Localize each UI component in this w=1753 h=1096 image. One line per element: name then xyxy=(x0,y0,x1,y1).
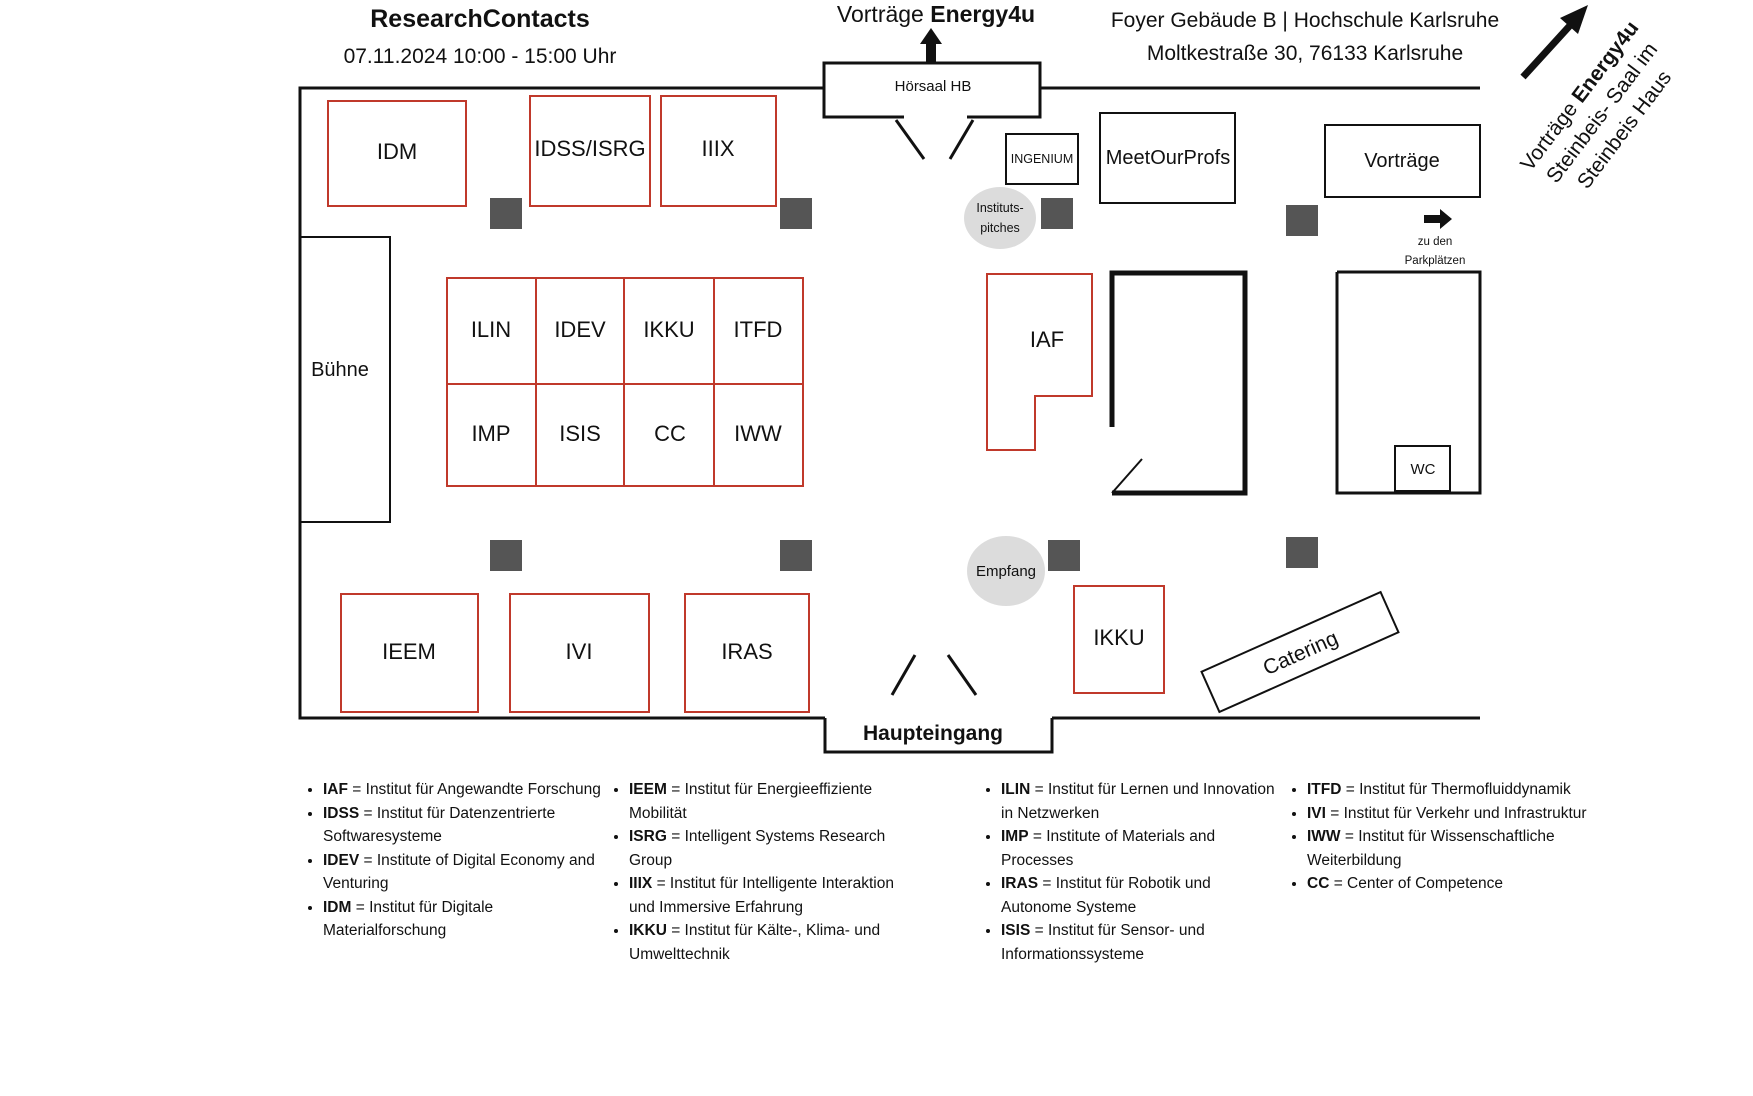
legend-col-4: ITFD = Institut für Thermofluiddynamik I… xyxy=(1290,778,1590,896)
hoersaal-arrow-icon xyxy=(920,28,942,63)
booth-ieem-label: IEEM xyxy=(382,639,436,664)
legend-item: ISRG = Intelligent Systems Research Grou… xyxy=(629,825,912,872)
legend-item: IAF = Institut für Angewandte Forschung xyxy=(323,778,606,802)
pitches-area xyxy=(964,187,1036,249)
legend-item: IMP = Institute of Materials and Process… xyxy=(1001,825,1284,872)
legend-item: ISIS = Institut für Sensor- und Informat… xyxy=(1001,919,1284,966)
location-line2: Moltkestraße 30, 76133 Karlsruhe xyxy=(1147,42,1463,65)
booth-ikku-2-label: IKKU xyxy=(1093,625,1144,650)
booth-iaf xyxy=(986,273,1093,451)
legend-col-3: ILIN = Institut für Lernen und Innovatio… xyxy=(984,778,1284,966)
corner-direction-text: Vorträge Energy4u Steinbeis- Saal im Ste… xyxy=(1516,17,1676,193)
booth-cc-label: CC xyxy=(654,421,686,446)
empfang-label: Empfang xyxy=(976,563,1036,580)
empfang-area xyxy=(967,536,1045,606)
booth-ikku-2 xyxy=(1073,585,1165,694)
legend-item: ITFD = Institut für Thermofluiddynamik xyxy=(1307,778,1590,802)
event-date: 07.11.2024 10:00 - 15:00 Uhr xyxy=(344,45,617,68)
meetourprofs-box xyxy=(1099,112,1236,204)
haupteingang-label: Haupteingang xyxy=(863,722,1003,745)
ingenium-box xyxy=(1005,133,1079,185)
booth-isis-label: ISIS xyxy=(559,421,601,446)
legend-col-1: IAF = Institut für Angewandte Forschung … xyxy=(306,778,606,943)
hoersaal-label: Hörsaal HB xyxy=(895,78,972,95)
top-center-prefix: Vorträge xyxy=(837,1,930,27)
booth-iww-label: IWW xyxy=(734,421,782,446)
buehne-label: Bühne xyxy=(311,359,369,381)
booth-iiix xyxy=(660,95,777,207)
event-title: ResearchContacts xyxy=(370,5,590,33)
vortraege-label: Vorträge xyxy=(1364,150,1440,172)
booth-idm-label: IDM xyxy=(377,139,417,164)
legend-item: IKKU = Institut für Kälte-, Klima- und U… xyxy=(629,919,912,966)
legend-item: IIIX = Institut für Intelligente Interak… xyxy=(629,872,912,919)
legend-col-2: IEEM = Institut für Energieeffiziente Mo… xyxy=(612,778,912,966)
booth-idm xyxy=(327,100,467,207)
pillars xyxy=(490,198,1318,571)
pitches-line1: Instituts- xyxy=(976,201,1023,215)
booth-idev-label: IDEV xyxy=(554,317,606,342)
buehne-stage xyxy=(299,236,391,523)
booth-ikku-label: IKKU xyxy=(643,317,694,342)
booth-ieem xyxy=(340,593,479,713)
booth-iiix-label: IIIX xyxy=(701,136,734,161)
top-center-label: Vorträge Energy4u xyxy=(837,1,1035,27)
parking-line1: zu den xyxy=(1418,236,1453,248)
catering-label: Catering xyxy=(1260,627,1342,680)
wc-room xyxy=(1335,270,1482,495)
booth-ivi xyxy=(509,593,650,713)
booth-ilin-label: ILIN xyxy=(471,317,511,342)
booth-idss-isrg xyxy=(529,95,651,207)
top-center-bold: Energy4u xyxy=(930,1,1035,27)
parking-line2: Parkplätzen xyxy=(1405,255,1466,267)
inner-room xyxy=(1109,270,1248,496)
legend-item: IWW = Institut für Wissenschaftliche Wei… xyxy=(1307,825,1590,872)
legend-item: IEEM = Institut für Energieeffiziente Mo… xyxy=(629,778,912,825)
booth-grid xyxy=(446,277,804,487)
parking-arrow-icon xyxy=(1424,209,1452,229)
legend-item: IRAS = Institut für Robotik und Autonome… xyxy=(1001,872,1284,919)
location-line1: Foyer Gebäude B | Hochschule Karlsruhe xyxy=(1111,9,1499,32)
energy4u-arrow-icon xyxy=(1520,5,1588,80)
legend-item: IDSS = Institut für Datenzentrierte Soft… xyxy=(323,802,606,849)
booth-imp-label: IMP xyxy=(471,421,510,446)
ingenium-label: INGENIUM xyxy=(1011,152,1074,166)
booth-iaf-label: IAF xyxy=(1030,327,1064,352)
booth-idss-isrg-label: IDSS/ISRG xyxy=(534,136,645,161)
booth-iras xyxy=(684,593,810,713)
booth-iras-label: IRAS xyxy=(721,639,772,664)
legend-item: IDEV = Institute of Digital Economy and … xyxy=(323,849,606,896)
wc-label: WC xyxy=(1411,461,1436,478)
booth-itfd-label: ITFD xyxy=(734,317,783,342)
legend-item: IDM = Institut für Digitale Materialfors… xyxy=(323,896,606,943)
booth-ivi-label: IVI xyxy=(566,639,593,664)
meetourprofs-label: MeetOurProfs xyxy=(1106,147,1230,169)
legend-item: ILIN = Institut für Lernen und Innovatio… xyxy=(1001,778,1284,825)
vortraege-box xyxy=(1324,124,1481,198)
catering-area: Catering xyxy=(1200,590,1400,714)
pitches-line2: pitches xyxy=(980,221,1020,235)
legend-item: CC = Center of Competence xyxy=(1307,872,1590,896)
legend-item: IVI = Institut für Verkehr und Infrastru… xyxy=(1307,802,1590,826)
